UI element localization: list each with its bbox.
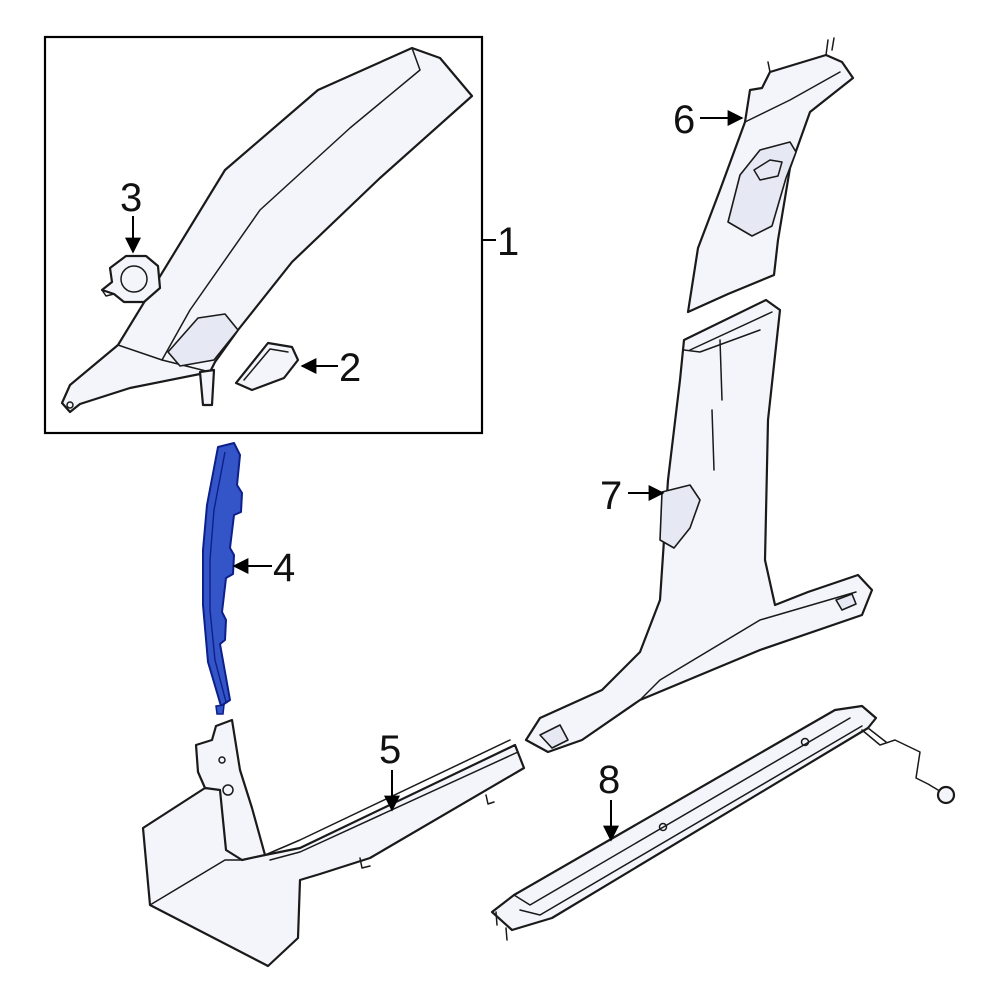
part-7-lower-b-pillar-trim[interactable] [524, 298, 874, 754]
callout-8[interactable]: 8 [598, 758, 620, 802]
part-8-door-sill-plate[interactable] [490, 704, 956, 941]
callout-3[interactable]: 3 [120, 176, 142, 220]
inset-frame-part-1 [43, 35, 484, 435]
part-6-upper-b-pillar-trim[interactable] [686, 37, 855, 314]
part-1-a-pillar-trim[interactable] [60, 46, 474, 414]
callout-1[interactable]: 1 [497, 220, 519, 264]
part-3-retaining-clip[interactable] [100, 254, 162, 304]
part-2-cover-cap[interactable] [234, 341, 300, 392]
callout-6[interactable]: 6 [673, 98, 695, 142]
callout-5[interactable]: 5 [379, 728, 401, 772]
part-5-kick-panel-sill[interactable] [141, 718, 526, 968]
part-4-weatherstrip-highlighted[interactable] [202, 442, 243, 715]
callout-2[interactable]: 2 [339, 346, 361, 390]
callout-7[interactable]: 7 [600, 474, 622, 518]
callout-4[interactable]: 4 [273, 546, 295, 590]
